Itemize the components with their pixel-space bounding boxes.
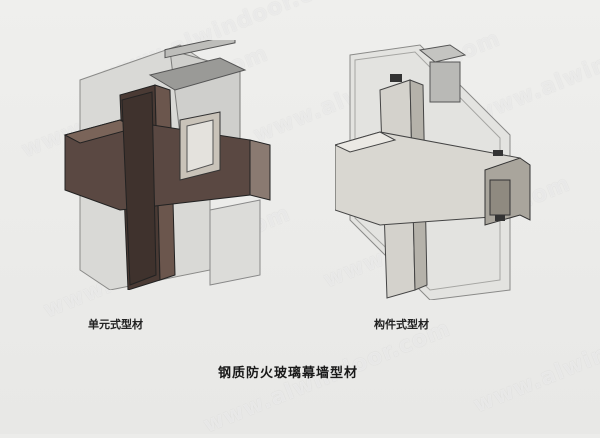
- watermark: www.alwindoor.com: [470, 296, 600, 419]
- figure-title: 钢质防火玻璃幕墙型材: [218, 366, 359, 381]
- caption-component-profile: 构件式型材: [374, 318, 429, 331]
- component-profile-illustration: [335, 44, 531, 300]
- caption-unit-profile: 单元式型材: [88, 318, 143, 331]
- unit-profile-illustration: [63, 40, 271, 290]
